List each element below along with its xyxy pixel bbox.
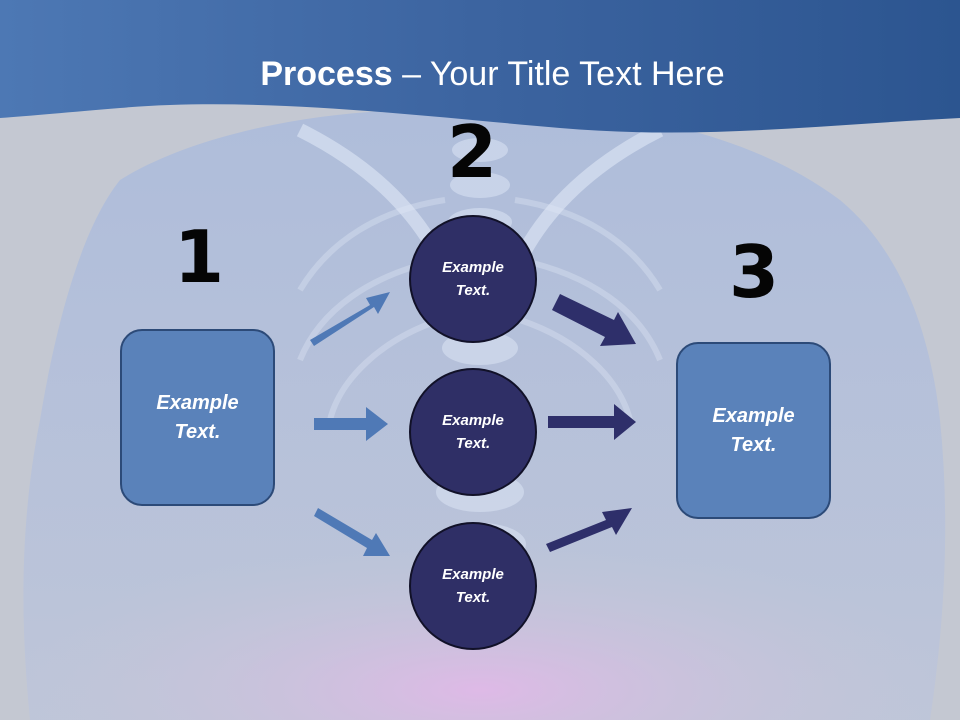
step3-box: Example Text.	[676, 342, 831, 519]
circle-top-text: Example Text.	[442, 259, 504, 299]
step3-box-text: Example Text.	[712, 404, 795, 456]
title-bold: Process	[260, 55, 393, 93]
step2-circle-bottom: Example Text.	[409, 522, 537, 650]
step-number-3: 3	[728, 230, 780, 314]
title-rest: – Your Title Text Here	[392, 55, 725, 93]
step-number-1: 1	[173, 215, 225, 299]
step1-box-text: Example Text.	[156, 391, 239, 443]
step-number-2: 2	[446, 110, 498, 194]
circle-bottom-text: Example Text.	[442, 566, 504, 606]
step2-circle-middle: Example Text.	[409, 368, 537, 496]
step1-box: Example Text.	[120, 329, 275, 506]
slide-title: Process – Your Title Text Here	[0, 52, 960, 96]
circle-middle-text: Example Text.	[442, 412, 504, 452]
step2-circle-top: Example Text.	[409, 215, 537, 343]
